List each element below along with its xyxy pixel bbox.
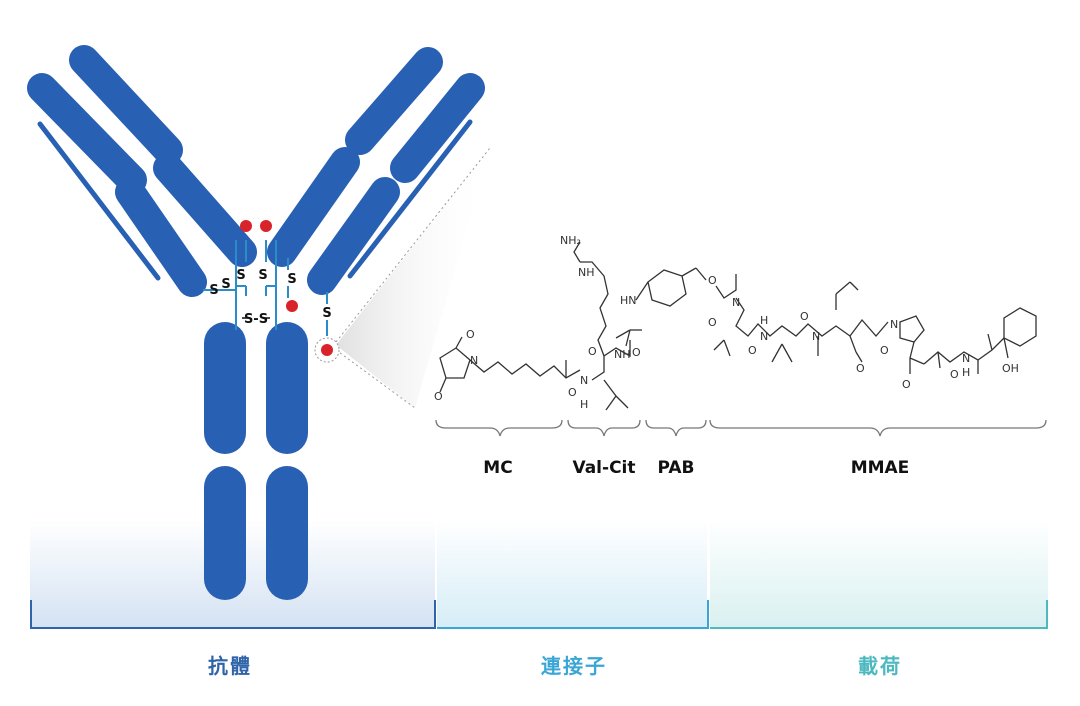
o-label: O xyxy=(708,274,717,287)
right-heavy-chain-inner-2 xyxy=(307,177,400,295)
segment-label-val-cit: Val-Cit xyxy=(572,458,636,478)
zoom-line-bottom xyxy=(335,349,416,409)
left-heavy-chain-outer-2 xyxy=(115,177,207,297)
o-label: O xyxy=(588,345,597,358)
sulfur-label: S xyxy=(322,306,331,321)
payload-dot xyxy=(286,300,298,312)
mc-brace xyxy=(435,419,563,437)
section-label-linker: 連接子 xyxy=(541,654,607,678)
disulfide-label: S-S xyxy=(244,312,268,327)
segment-label-pab: PAB xyxy=(657,458,695,478)
linker-bracket xyxy=(437,600,709,629)
sulfur-label: S xyxy=(236,268,245,283)
h-label: H xyxy=(580,398,588,411)
section-label-payload: 載荷 xyxy=(858,654,902,678)
o-label: O xyxy=(434,390,443,403)
left-ch3-domain xyxy=(204,466,246,600)
o-label: O xyxy=(568,386,577,399)
right-heavy-chain-outer-2 xyxy=(267,147,360,267)
n-label: N xyxy=(580,374,588,387)
chemical-structure xyxy=(439,241,1037,411)
zoom-wedge xyxy=(336,148,490,408)
sulfur-label: S xyxy=(221,277,230,292)
oh-label: OH xyxy=(1002,362,1019,375)
o-label: O xyxy=(950,368,959,381)
antibody: S S S S S S S-S xyxy=(27,45,485,600)
left-heavy-chain-inner-2 xyxy=(153,153,257,267)
val-cit-brace xyxy=(567,419,641,437)
payload-bracket xyxy=(710,600,1048,629)
o-label: O xyxy=(902,378,911,391)
hinge-region xyxy=(203,240,328,336)
payload-section-bg xyxy=(710,520,1048,628)
mmae-brace xyxy=(709,419,1047,437)
hn-label: HN xyxy=(620,294,637,307)
sulfur-label: S xyxy=(209,283,218,298)
antibody-bracket xyxy=(30,600,436,629)
right-heavy-chain-outer xyxy=(345,47,443,155)
o-label: O xyxy=(880,344,889,357)
section-label-antibody: 抗體 xyxy=(208,654,252,678)
amine-label: NH₂ xyxy=(560,234,581,247)
sulfur-label: S xyxy=(287,272,296,287)
left-ch2-domain xyxy=(204,322,246,454)
h-label: H xyxy=(760,314,768,327)
n-label: N xyxy=(732,296,740,309)
segment-label-mmae: MMAE xyxy=(850,458,910,478)
n-label: N xyxy=(962,352,970,365)
h-label: H xyxy=(962,366,970,379)
segment-label-mc: MC xyxy=(483,458,513,478)
o-label: O xyxy=(466,328,475,341)
o-label: O xyxy=(800,310,809,323)
nh-label: NH xyxy=(578,266,595,279)
nh-label: NH xyxy=(614,348,631,361)
right-light-chain xyxy=(347,119,473,279)
left-heavy-chain-outer xyxy=(27,73,147,195)
pab-brace xyxy=(645,419,707,437)
payload-dot xyxy=(240,220,252,232)
payload-dot xyxy=(260,220,272,232)
n-label: N xyxy=(812,330,820,343)
o-label: O xyxy=(748,344,757,357)
n-label: N xyxy=(890,318,898,331)
left-light-chain xyxy=(37,121,161,281)
o-label: O xyxy=(632,346,641,359)
left-heavy-chain-inner xyxy=(69,45,183,165)
zoom-line-top xyxy=(335,147,491,343)
o-label: O xyxy=(856,362,865,375)
right-heavy-chain-inner xyxy=(390,73,485,183)
highlighted-payload-dot xyxy=(321,344,333,356)
sulfur-label: S xyxy=(258,268,267,283)
n-label: N xyxy=(470,354,478,367)
right-ch2-domain xyxy=(266,322,308,454)
o-label: O xyxy=(708,316,717,329)
right-ch3-domain xyxy=(266,466,308,600)
n-label: N xyxy=(760,330,768,343)
linker-section-bg xyxy=(437,520,707,628)
